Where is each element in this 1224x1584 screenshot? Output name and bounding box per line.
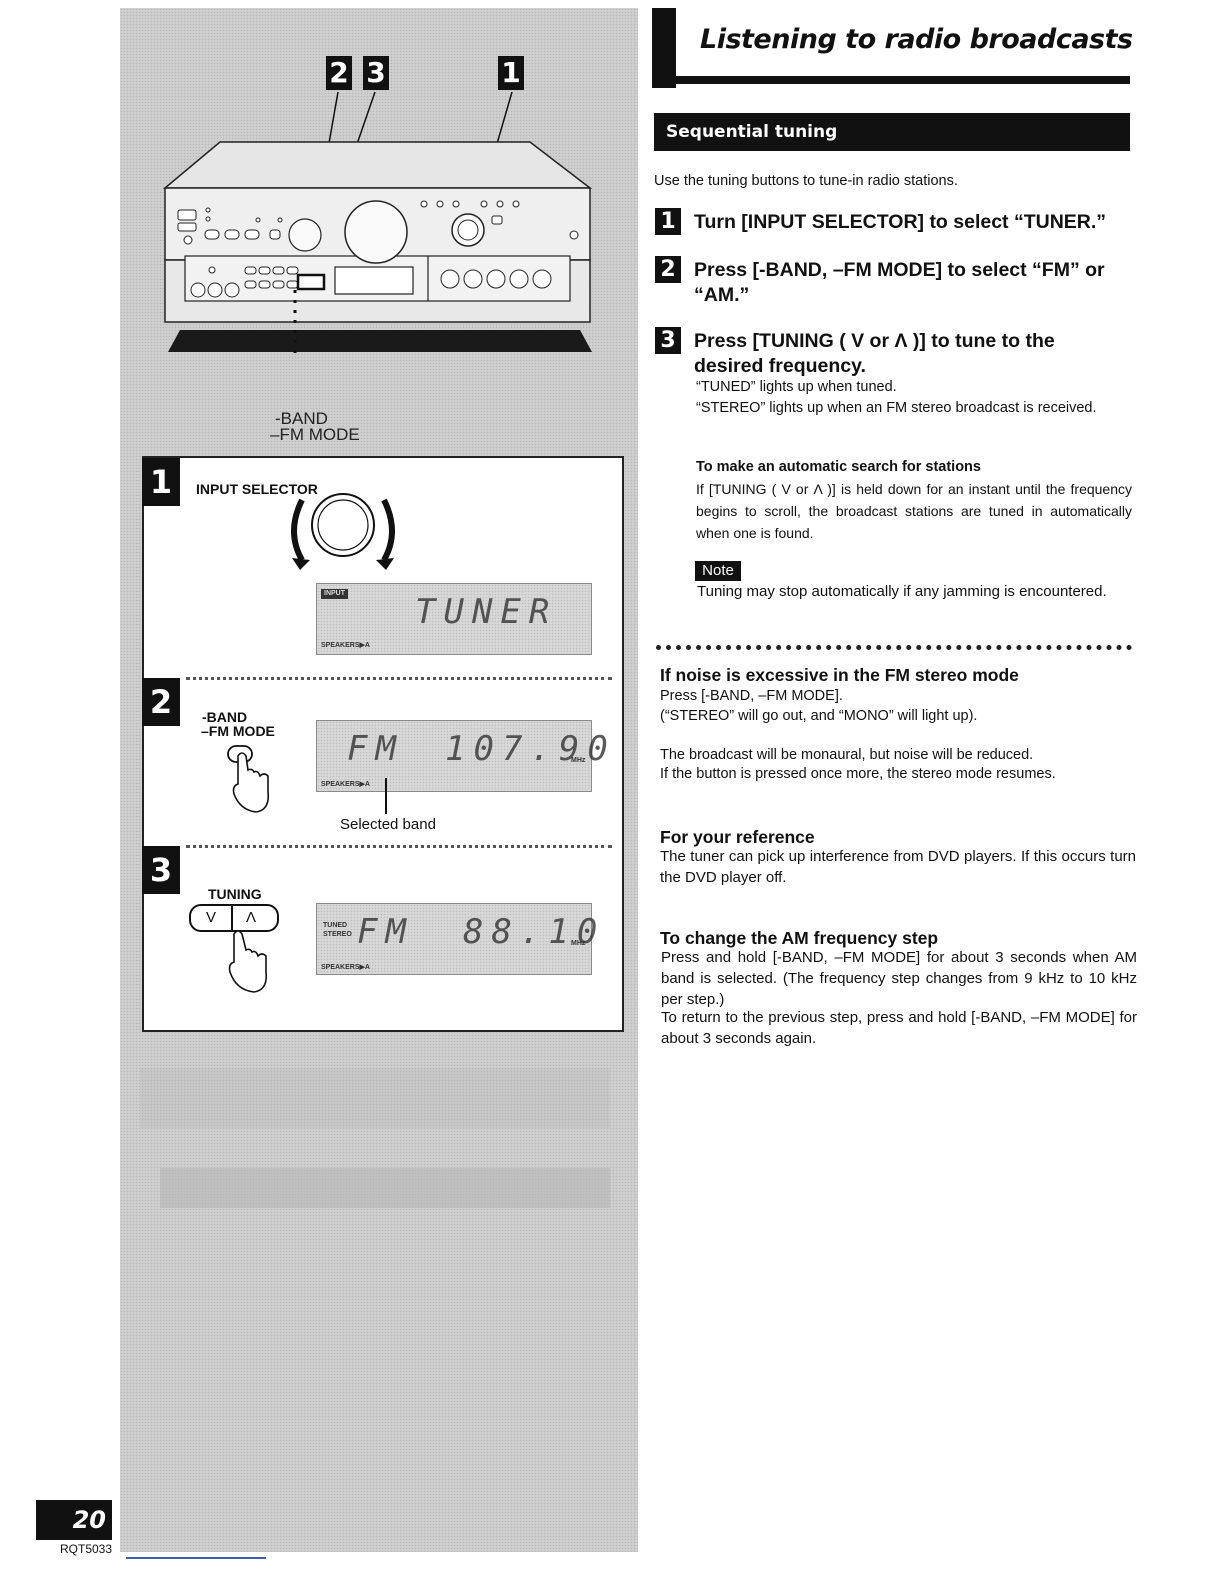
input-selector-label: INPUT SELECTOR <box>196 481 318 497</box>
tuning-button: V Λ <box>189 904 279 932</box>
noise-line-4: If the button is pressed once more, the … <box>660 766 1056 782</box>
step-2-heading-line1: Press [-BAND, –FM MODE] to select “FM” o… <box>694 259 1105 281</box>
step-3-heading-line1: Press [TUNING ( V or Λ )] to tune to the <box>694 330 1055 352</box>
step-1-number: 1 <box>655 208 681 235</box>
receiver-illustration <box>162 91 593 360</box>
band-label: -BAND <box>202 709 248 725</box>
am-step-body-1: Press and hold [-BAND, –FM MODE] for abo… <box>661 949 1137 1008</box>
faded-print-band <box>160 1168 610 1208</box>
panel-step-1-badge: 1 <box>142 458 180 506</box>
lcd-tuned-indicator: TUNED <box>323 922 348 929</box>
noise-heading: If noise is excessive in the FM stereo m… <box>660 665 1019 685</box>
step-3-heading-line2: desired frequency. <box>694 355 866 377</box>
model-code: RQT5033 <box>60 1542 113 1556</box>
tuning-up-icon: Λ <box>246 909 257 926</box>
tuned-note: “TUNED” lights up when tuned. <box>696 379 897 395</box>
input-selector-knob-icon <box>291 493 395 570</box>
panel-step-2-badge: 2 <box>142 678 180 726</box>
am-step-heading: To change the AM frequency step <box>660 928 939 948</box>
lcd-tuner-text: TUNER <box>415 592 558 632</box>
finger-press-icon <box>227 745 270 813</box>
lcd-speakers-indicator: SPEAKERS▶A <box>321 964 370 971</box>
lcd-speakers-indicator: SPEAKERS▶A <box>321 781 370 788</box>
noise-line-3: The broadcast will be monaural, but nois… <box>660 747 1034 763</box>
bottom-rule <box>126 1557 266 1559</box>
section-divider <box>656 645 1132 650</box>
page-title: Listening to radio broadcasts <box>700 24 1133 55</box>
step-2-heading-line2: “AM.” <box>694 284 750 306</box>
intro-text: Use the tuning buttons to tune-in radio … <box>654 173 958 189</box>
noise-line-2: (“STEREO” will go out, and “MONO” will l… <box>660 708 978 724</box>
section-title: Sequential tuning <box>666 122 838 142</box>
reference-body: The tuner can pick up interference from … <box>660 848 1136 886</box>
am-step-body-2: To return to the previous step, press an… <box>661 1009 1137 1047</box>
lcd-frequency-text: 107.90 <box>445 729 616 769</box>
fm-mode-label-top: –FM MODE <box>270 425 360 444</box>
reference-heading: For your reference <box>660 827 815 847</box>
title-accent-bar <box>652 8 676 88</box>
lcd-frequency-text: 88.10 <box>463 912 606 952</box>
display-tuned: TUNED STEREO FM 88.10 MHz SPEAKERS▶A <box>316 903 597 975</box>
finger-press-icon <box>228 930 268 993</box>
auto-search-body: If [TUNING ( V or Λ )] is held down for … <box>696 481 1132 541</box>
step-2-number: 2 <box>655 256 681 283</box>
pointer-line <box>385 778 387 814</box>
faded-print-band <box>140 1068 610 1128</box>
stereo-note: “STEREO” lights up when an FM stereo bro… <box>696 400 1097 416</box>
lcd-band-text: FM <box>357 912 414 952</box>
display-tuner: INPUT TUNER SPEAKERS▶A <box>316 583 592 655</box>
selected-band-caption: Selected band <box>340 816 436 833</box>
callout-2: 2 <box>326 56 352 90</box>
divider <box>186 677 612 680</box>
lcd-stereo-indicator: STEREO <box>323 931 352 938</box>
lcd-speakers-indicator: SPEAKERS▶A <box>321 642 370 649</box>
section-header <box>654 113 1130 151</box>
lcd-unit: MHz <box>571 940 586 947</box>
lcd-band-text: FM <box>347 729 404 769</box>
note-body: Tuning may stop automatically if any jam… <box>697 583 1107 600</box>
callout-3: 3 <box>363 56 389 90</box>
callout-1: 1 <box>498 56 524 90</box>
panel-step-3-badge: 3 <box>142 846 180 894</box>
tuning-down-icon: V <box>206 909 217 926</box>
divider <box>186 845 612 848</box>
title-rule <box>652 76 1130 84</box>
tuning-label: TUNING <box>208 886 262 902</box>
display-fm: FM 107.90 MHz SPEAKERS▶A <box>316 720 608 792</box>
band-label-top: -BAND <box>275 409 328 428</box>
lcd-unit: MHz <box>571 757 586 764</box>
note-badge: Note <box>695 561 741 581</box>
fm-mode-label: –FM MODE <box>201 723 275 739</box>
lcd-input-tag: INPUT <box>321 589 348 599</box>
step-1-heading: Turn [INPUT SELECTOR] to select “TUNER.” <box>694 211 1107 233</box>
noise-line-1: Press [-BAND, –FM MODE]. <box>660 688 843 704</box>
step-3-number: 3 <box>655 327 681 354</box>
page-number: 20 <box>36 1500 112 1540</box>
auto-search-heading: To make an automatic search for stations <box>696 459 981 475</box>
